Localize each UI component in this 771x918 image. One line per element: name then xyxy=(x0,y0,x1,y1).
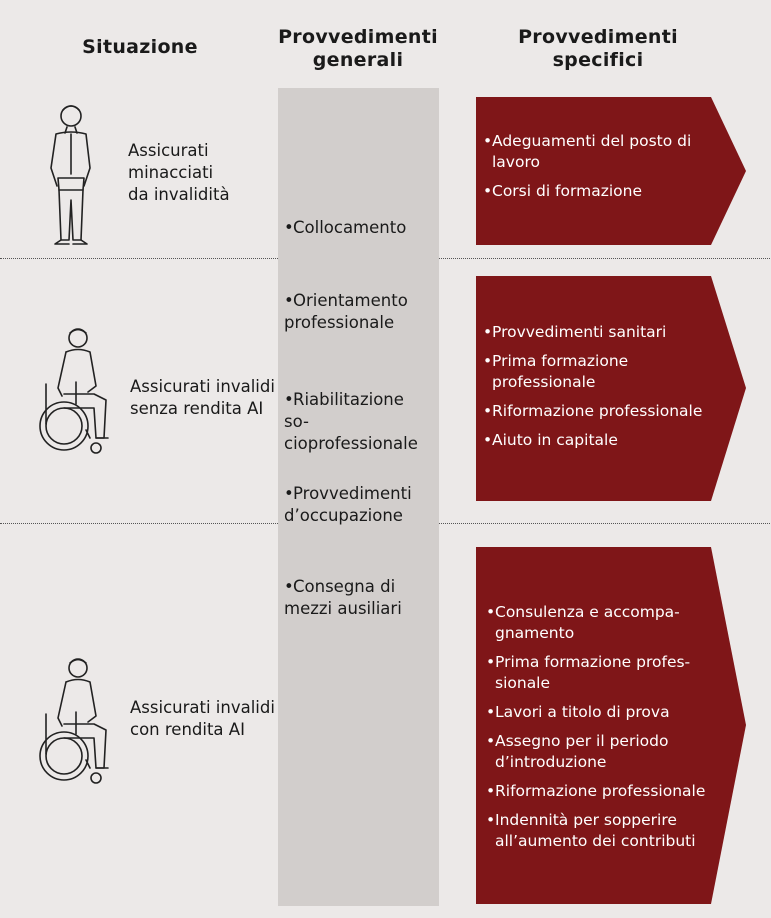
arrow-shape xyxy=(476,276,746,501)
specific-measure-item: •Corsi di formazione xyxy=(483,182,642,200)
specific-measure-item: •Indennità per sopperire all’aumento dei… xyxy=(486,811,696,850)
specific-measure-item: •Prima formazione professionale xyxy=(483,352,629,391)
situation-label-3: Assicurati invalidi con rendita AI xyxy=(130,698,275,739)
separator-1-right xyxy=(439,258,770,259)
header-general: Provvedimenti generali xyxy=(278,26,438,71)
arrow-shape xyxy=(476,97,746,245)
general-measure-item: •Consegna di mezzi ausiliari xyxy=(284,577,402,618)
wheelchair-user-icon xyxy=(36,652,116,796)
wheelchair-user-icon xyxy=(36,322,116,466)
specific-measure-item: •Consulenza e accompa- gnamento xyxy=(486,603,680,642)
specific-measures-arrow-3: •Consulenza e accompa- gnamento •Prima f… xyxy=(476,547,746,904)
specific-measure-item: •Lavori a titolo di prova xyxy=(486,703,670,721)
header-specific: Provvedimenti specifici xyxy=(518,26,678,71)
specific-measure-item: •Riformazione professionale xyxy=(486,782,706,800)
specific-measure-item: •Adeguamenti del posto di lavoro xyxy=(483,132,692,171)
situation-label-1: Assicurati minacciati da invalidità xyxy=(128,141,230,204)
general-measure-item: •Provvedimenti d’occupazione xyxy=(284,484,412,525)
general-measure-item: •Orientamento professionale xyxy=(284,291,408,332)
header-situation: Situazione xyxy=(82,36,198,58)
general-measure-item: •Riabilitazione so- cioprofessionale xyxy=(284,390,418,453)
specific-measures-arrow-1: •Adeguamenti del posto di lavoro •Corsi … xyxy=(476,97,746,245)
title-strip xyxy=(0,0,771,12)
specific-measure-item: •Assegno per il periodo d’introduzione xyxy=(486,732,669,771)
separator-2 xyxy=(0,523,278,524)
specific-measure-item: •Provvedimenti sanitari xyxy=(483,323,667,341)
arrow-shape xyxy=(476,547,746,904)
situation-label-2: Assicurati invalidi senza rendita AI xyxy=(130,377,275,418)
separator-2-right xyxy=(439,523,770,524)
specific-measure-item: •Riformazione professionale xyxy=(483,402,703,420)
general-measures-band xyxy=(278,88,439,906)
separator-1 xyxy=(0,258,278,259)
specific-measures-arrow-2: •Provvedimenti sanitari •Prima formazion… xyxy=(476,276,746,501)
standing-person-icon xyxy=(36,98,106,252)
general-measure-item: •Collocamento xyxy=(284,218,407,237)
specific-measure-item: •Aiuto in capitale xyxy=(483,431,618,449)
specific-measure-item: •Prima formazione profes- sionale xyxy=(486,653,691,692)
